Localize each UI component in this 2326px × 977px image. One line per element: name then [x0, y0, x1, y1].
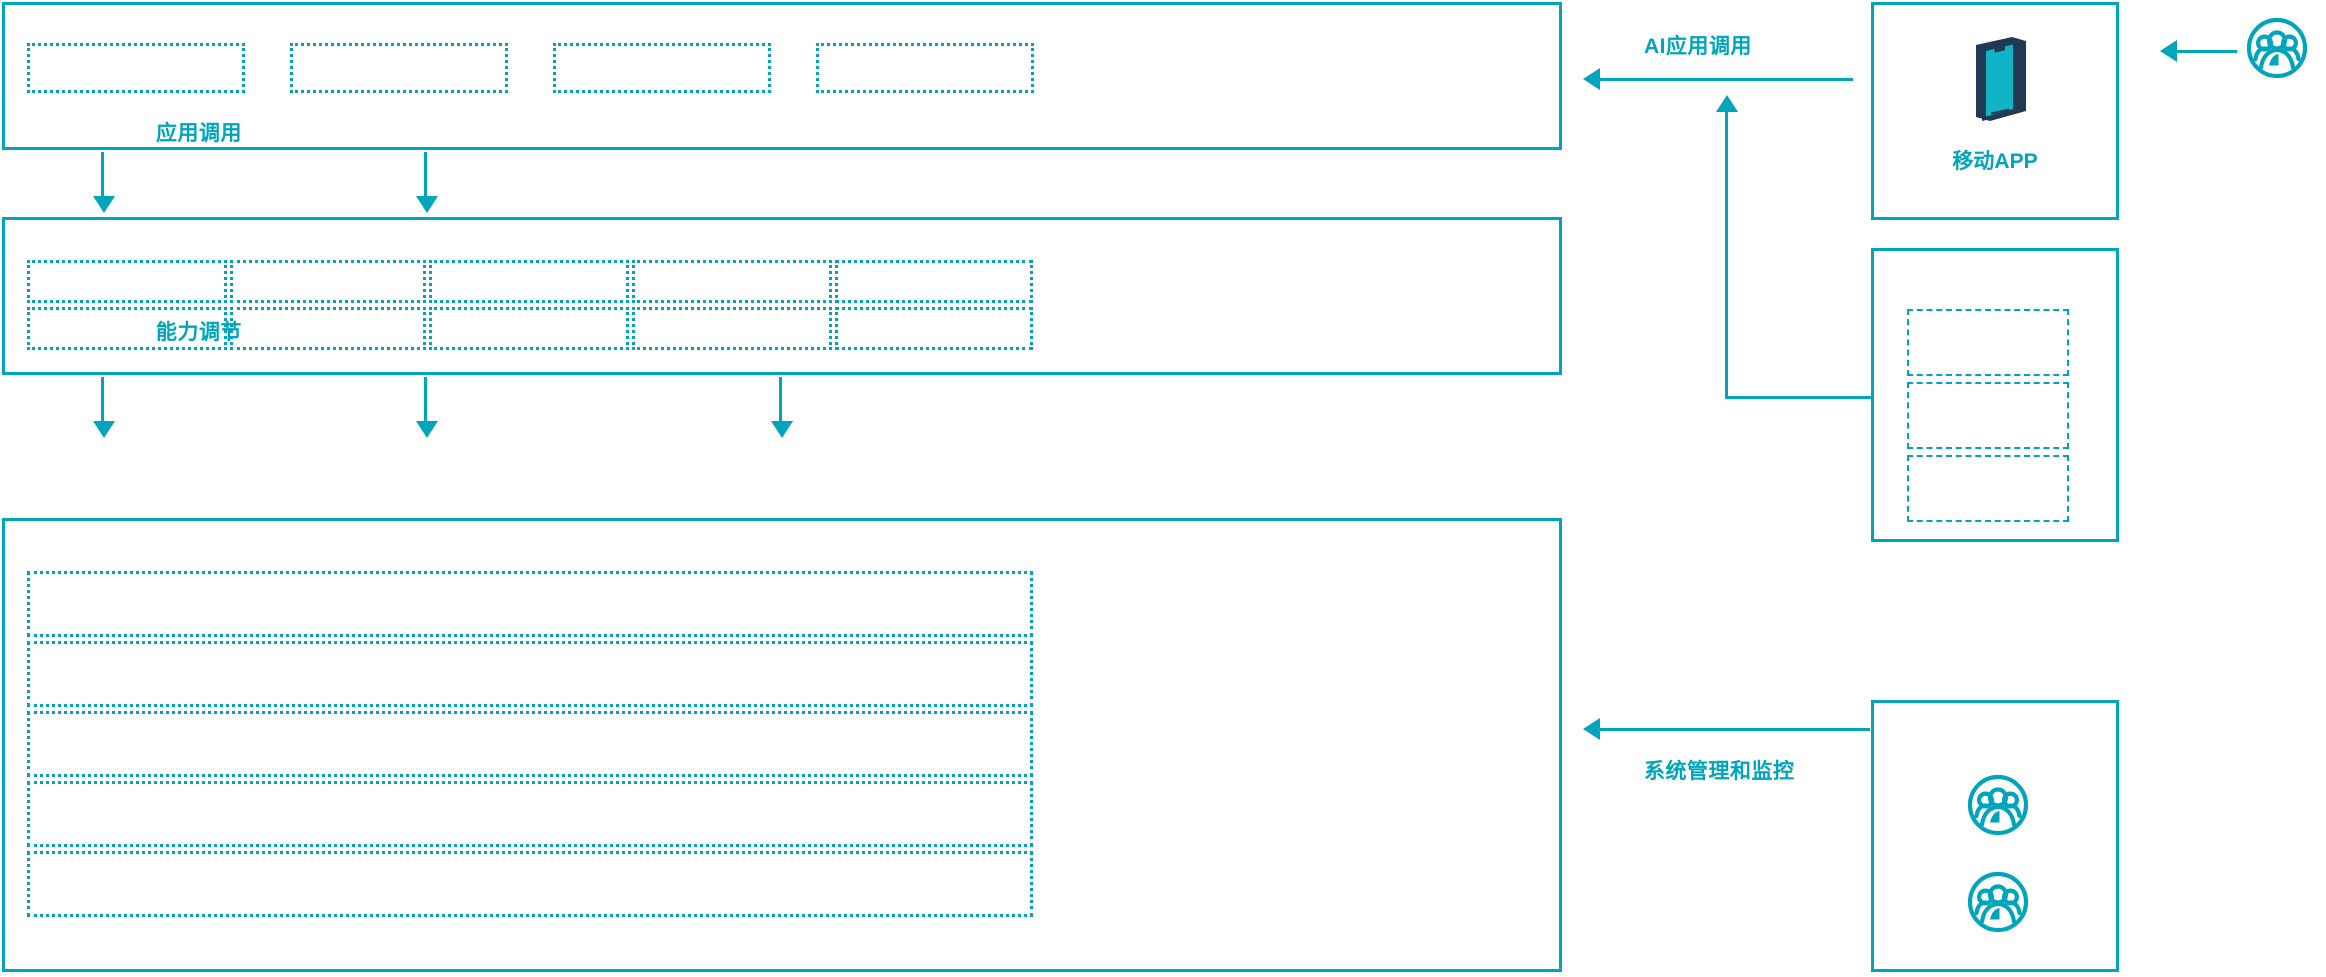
- external-user-users-group-icon: [2243, 14, 2311, 82]
- mobile-phone-icon: [1956, 29, 2040, 125]
- service-to-ai-elbow-head: [1716, 95, 1738, 112]
- flow-label-app-call: 应用调用: [156, 122, 242, 145]
- service-to-ai-elbow-horizontal: [1725, 396, 1871, 399]
- capability-slot-6[interactable]: [27, 307, 227, 350]
- application-slot-2[interactable]: [290, 43, 508, 93]
- capability-adjust-arrow-line-3: [779, 377, 782, 422]
- infrastructure-slot-5[interactable]: [27, 851, 1033, 917]
- ai-app-call-arrow-head: [1583, 68, 1600, 90]
- capability-slot-9[interactable]: [632, 307, 832, 350]
- service-to-ai-elbow-vertical: [1725, 110, 1728, 397]
- capability-layer-panel: [2, 217, 1562, 375]
- system-monitor-arrow-line: [1598, 728, 1870, 731]
- capability-adjust-arrow-head-2: [416, 421, 438, 438]
- external-user-arrow-head: [2160, 40, 2177, 62]
- mobile-app-caption: 移动APP: [1952, 150, 2038, 173]
- capability-slot-2[interactable]: [230, 260, 426, 303]
- flow-label-system-monitor: 系统管理和监控: [1644, 760, 1795, 783]
- capability-adjust-arrow-line-1: [101, 377, 104, 422]
- service-card: [1871, 248, 2119, 542]
- application-layer-panel: [2, 2, 1562, 150]
- capability-slot-7[interactable]: [230, 307, 426, 350]
- infrastructure-slot-2[interactable]: [27, 641, 1033, 707]
- application-slot-1[interactable]: [27, 43, 245, 93]
- capability-slot-10[interactable]: [835, 307, 1033, 350]
- app-call-arrow-head-1: [93, 196, 115, 213]
- infrastructure-slot-3[interactable]: [27, 711, 1033, 777]
- infrastructure-slot-4[interactable]: [27, 781, 1033, 847]
- infrastructure-slot-1[interactable]: [27, 571, 1033, 637]
- app-call-arrow-line-1: [101, 152, 104, 197]
- capability-adjust-arrow-head-1: [93, 421, 115, 438]
- system-monitor-arrow-head: [1583, 718, 1600, 740]
- service-slot-3[interactable]: [1907, 455, 2069, 522]
- service-slot-1[interactable]: [1907, 309, 2069, 376]
- capability-adjust-arrow-line-2: [424, 377, 427, 422]
- admin-monitor-card: [1871, 700, 2119, 972]
- app-call-arrow-head-2: [416, 196, 438, 213]
- app-call-arrow-line-2: [424, 152, 427, 197]
- application-slot-4[interactable]: [816, 43, 1034, 93]
- infrastructure-layer-panel: [2, 518, 1562, 972]
- external-user-arrow-line: [2175, 50, 2237, 53]
- application-slot-3[interactable]: [553, 43, 771, 93]
- service-slot-2[interactable]: [1907, 382, 2069, 449]
- admin-user-users-group-icon-2: [1964, 868, 2032, 936]
- capability-slot-5[interactable]: [835, 260, 1033, 303]
- admin-user-users-group-icon-1: [1964, 771, 2032, 839]
- mobile-app-card[interactable]: 移动APP: [1871, 2, 2119, 220]
- capability-slot-8[interactable]: [429, 307, 629, 350]
- ai-app-call-arrow-line: [1598, 78, 1853, 81]
- capability-adjust-arrow-head-3: [771, 421, 793, 438]
- flow-label-ai-app-call: AI应用调用: [1644, 35, 1752, 58]
- capability-slot-3[interactable]: [429, 260, 629, 303]
- capability-slot-4[interactable]: [632, 260, 832, 303]
- flow-label-capability-adjust: 能力调节: [156, 321, 242, 344]
- capability-slot-1[interactable]: [27, 260, 227, 303]
